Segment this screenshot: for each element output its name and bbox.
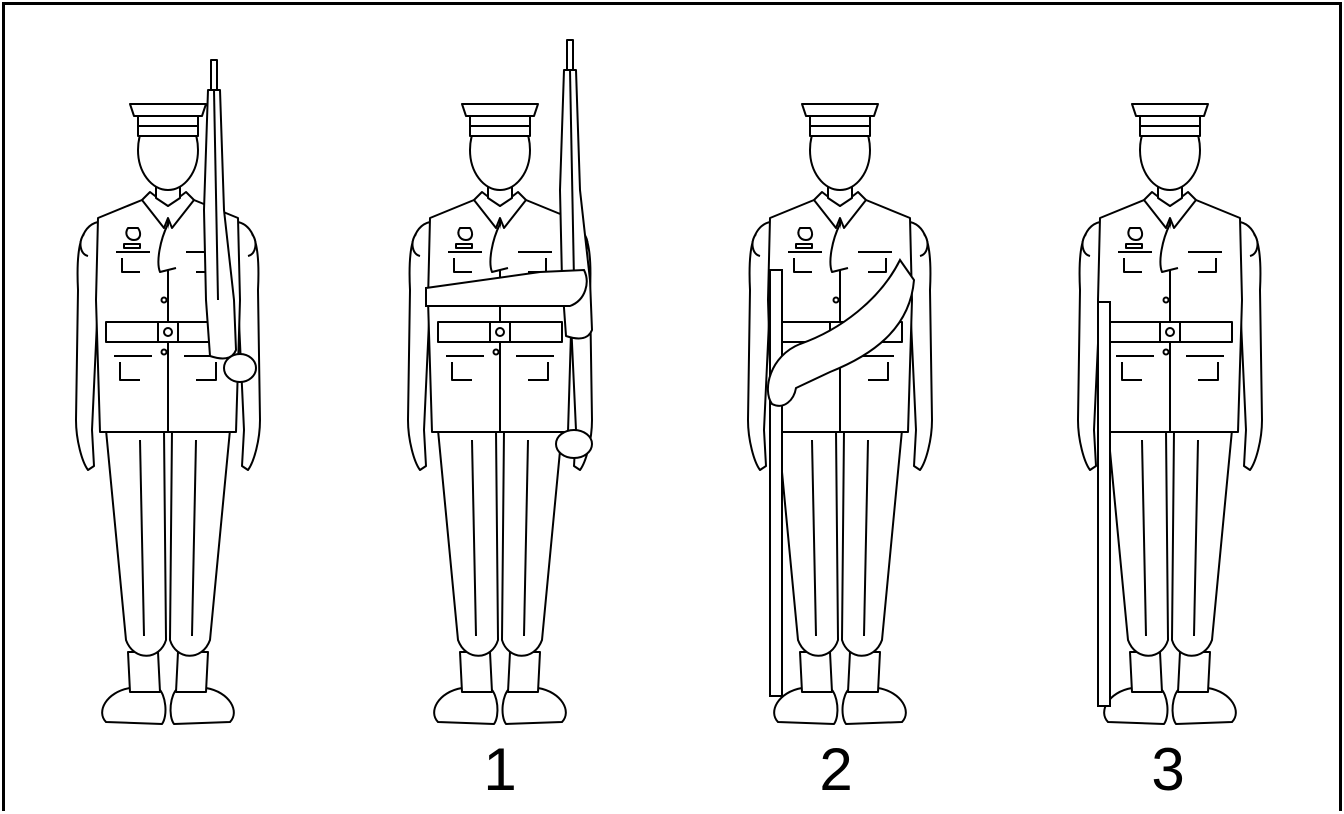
soldier-figure-start: [76, 60, 260, 724]
rifle-icon: [204, 60, 236, 358]
hand-icon: [556, 430, 592, 458]
soldier-figure-step-3: [1078, 104, 1262, 724]
step-label-1: 1: [460, 735, 540, 805]
soldier-figure-step-2: [748, 104, 932, 724]
rifle-icon: [1098, 302, 1110, 706]
step-label-3: 3: [1128, 735, 1208, 805]
hand-icon: [224, 354, 256, 382]
soldier-figure-step-1: [408, 40, 592, 724]
step-label-2: 2: [796, 735, 876, 805]
rifle-icon: [770, 270, 782, 696]
